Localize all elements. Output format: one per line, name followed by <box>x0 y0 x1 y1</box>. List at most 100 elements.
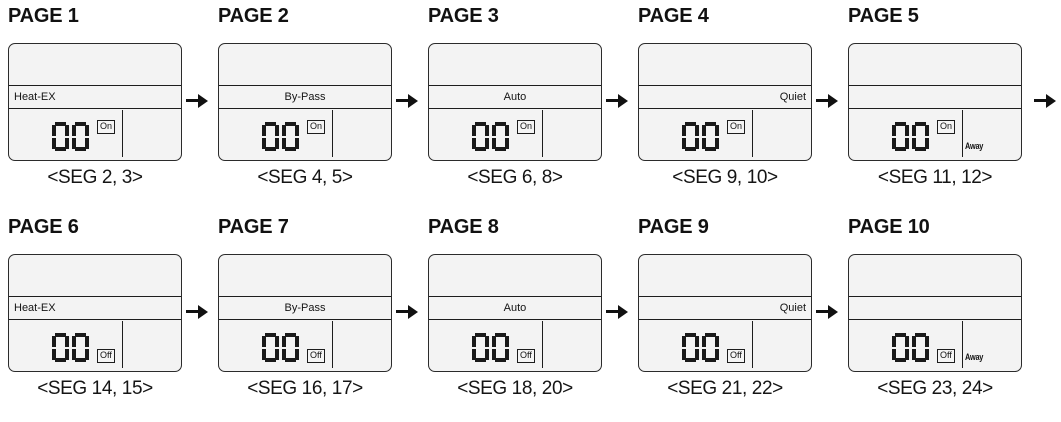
page-title: PAGE 9 <box>638 216 709 238</box>
power-state-badge: On <box>97 120 116 134</box>
arrow-right-icon <box>186 94 208 108</box>
segment-d <box>285 358 296 362</box>
segment-e <box>72 137 76 149</box>
segment-g <box>705 135 716 139</box>
segment-e <box>912 348 916 360</box>
arrow-right-icon <box>186 305 208 319</box>
segment-d <box>55 147 66 151</box>
arrow-head <box>408 94 418 108</box>
segment-f <box>52 124 56 136</box>
segment-e <box>52 348 56 360</box>
segment-d <box>895 147 906 151</box>
segment-caption: <SEG 4, 5> <box>257 167 353 188</box>
segment-a <box>55 122 66 126</box>
lcd-bottom-zone: On <box>219 110 391 160</box>
segment-c <box>505 348 509 360</box>
lcd-mode-label <box>854 298 1016 319</box>
segment-c <box>295 137 299 149</box>
lcd-digit-group <box>682 333 719 362</box>
segment-f <box>472 124 476 136</box>
segment-b <box>925 124 929 136</box>
lcd-seven-segment-digit <box>72 122 89 151</box>
page-title: PAGE 6 <box>8 216 79 238</box>
lcd-digit-group <box>262 122 299 151</box>
segment-g <box>915 135 926 139</box>
segment-a <box>265 122 276 126</box>
lcd-vertical-divider <box>122 321 123 368</box>
arrow-head <box>1046 94 1056 108</box>
segment-b <box>905 335 909 347</box>
segment-caption: <SEG 11, 12> <box>877 167 993 188</box>
segment-a <box>475 122 486 126</box>
segment-d <box>685 147 696 151</box>
segment-g <box>495 346 506 350</box>
segment-e <box>492 137 496 149</box>
segment-g <box>895 346 906 350</box>
segment-c <box>65 348 69 360</box>
segment-g <box>265 135 276 139</box>
arrow-stem <box>606 310 620 314</box>
lcd-bottom-zone: On <box>429 110 601 160</box>
segment-d <box>915 147 926 151</box>
segment-e <box>912 137 916 149</box>
arrow-right-icon <box>396 305 418 319</box>
segment-g <box>75 135 86 139</box>
arrow-stem <box>186 310 200 314</box>
power-state-badge: On <box>727 120 746 134</box>
lcd-seven-segment-digit <box>492 333 509 362</box>
page-title: PAGE 7 <box>218 216 289 238</box>
page-title: PAGE 1 <box>8 5 79 27</box>
segment-b <box>485 335 489 347</box>
segment-a <box>705 333 716 337</box>
segment-a <box>75 122 86 126</box>
lcd-divider-line-bottom <box>9 319 181 320</box>
segment-f <box>282 335 286 347</box>
segment-b <box>695 335 699 347</box>
lcd-bottom-zone: Off <box>9 321 181 371</box>
lcd-seven-segment-digit <box>282 122 299 151</box>
lcd-divider-line-top <box>639 296 811 297</box>
segment-e <box>702 348 706 360</box>
segment-b <box>715 124 719 136</box>
segment-f <box>262 335 266 347</box>
segment-b <box>505 124 509 136</box>
arrow-head <box>408 305 418 319</box>
power-state-badge: Off <box>307 349 325 363</box>
lcd-mode-label: Heat-EX <box>14 91 56 103</box>
lcd-seven-segment-digit <box>472 122 489 151</box>
lcd-seven-segment-digit <box>52 333 69 362</box>
segment-e <box>52 137 56 149</box>
segment-d <box>685 358 696 362</box>
segment-d <box>705 358 716 362</box>
away-indicator-label: Away <box>965 352 984 362</box>
arrow-stem <box>816 99 830 103</box>
lcd-bottom-zone: On <box>9 110 181 160</box>
lcd-digit-group <box>52 122 89 151</box>
lcd-panel[interactable]: Heat-EX On <box>8 43 182 161</box>
segment-d <box>495 358 506 362</box>
lcd-seven-segment-digit <box>892 122 909 151</box>
arrow-stem <box>396 99 410 103</box>
segment-d <box>265 147 276 151</box>
lcd-vertical-divider <box>542 110 543 157</box>
lcd-bottom-zone: Off <box>639 321 811 371</box>
lcd-divider-line-top <box>219 296 391 297</box>
segment-g <box>75 346 86 350</box>
segment-c <box>65 137 69 149</box>
segment-e <box>472 137 476 149</box>
segment-b <box>85 124 89 136</box>
